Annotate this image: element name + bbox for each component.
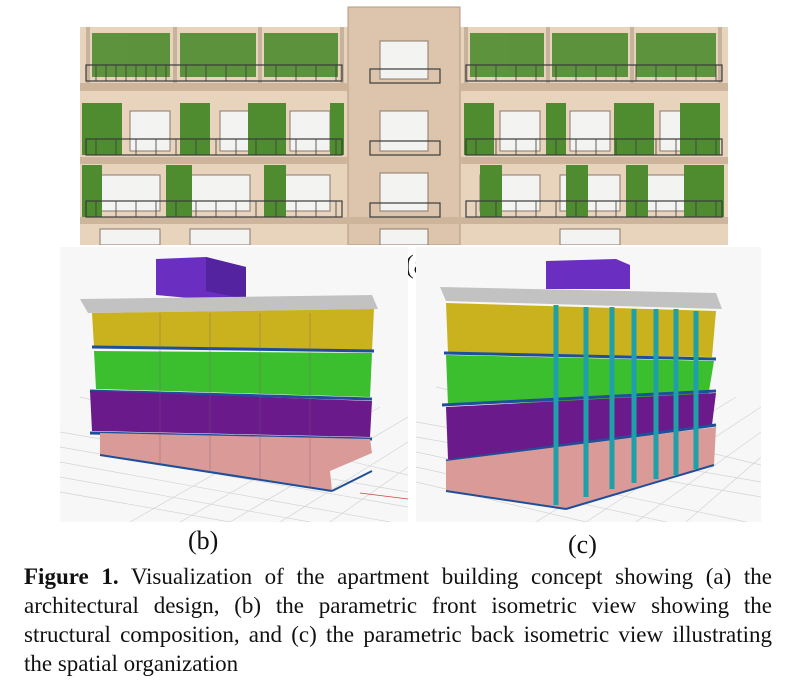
level-green xyxy=(94,351,372,397)
architectural-design-image xyxy=(80,5,728,245)
roof-slab xyxy=(80,295,378,313)
rooftop-volume xyxy=(546,259,630,289)
level-purple xyxy=(446,393,716,463)
caption-text: Visualization of the apartment building … xyxy=(24,564,772,676)
figure-caption: Figure 1. Visualization of the apartment… xyxy=(24,562,772,678)
figure-label: Figure 1. xyxy=(24,564,119,589)
level-top xyxy=(92,309,374,351)
rooftop-greenery xyxy=(92,33,716,77)
windows xyxy=(99,40,701,245)
roof-slab xyxy=(440,287,722,309)
balcony-railings xyxy=(85,64,723,218)
building-facade-illustration xyxy=(80,5,728,245)
level-ground xyxy=(100,433,372,491)
level-ground xyxy=(446,427,716,509)
panel-label-b: (b) xyxy=(188,526,219,555)
front-isometric-model xyxy=(60,247,408,522)
panel-label-c: (c) xyxy=(568,530,597,559)
level-green xyxy=(446,355,714,405)
front-isometric-view-image xyxy=(60,247,408,522)
green-walls xyxy=(82,103,724,217)
back-isometric-view-image xyxy=(416,247,761,522)
level-purple xyxy=(90,391,372,437)
structural-columns xyxy=(553,305,699,505)
level-top xyxy=(446,303,716,357)
back-isometric-model xyxy=(416,247,761,522)
